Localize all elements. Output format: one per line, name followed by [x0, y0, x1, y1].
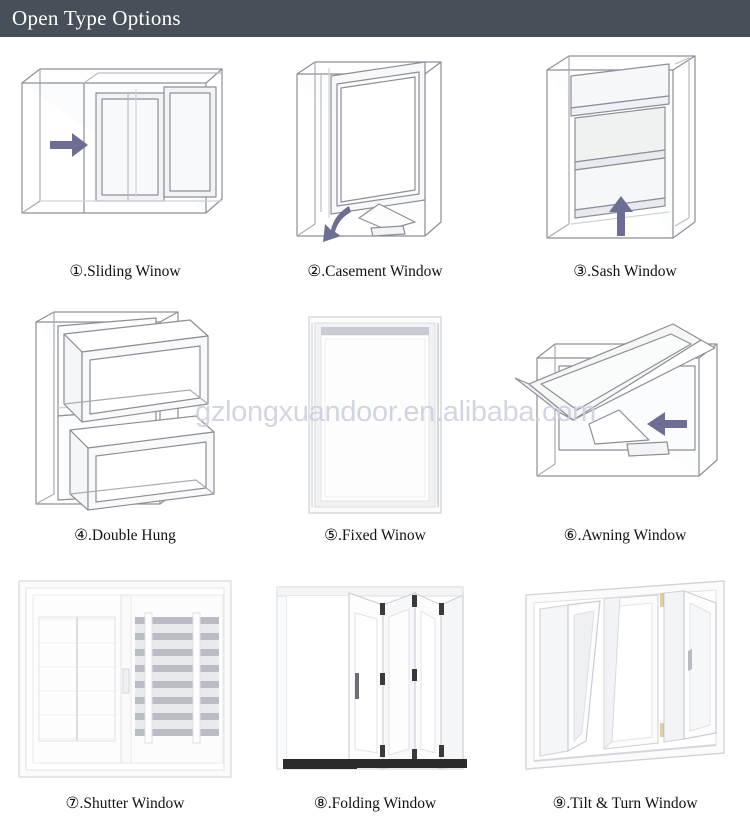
caption-casement-window: ②.Casement Window: [307, 263, 443, 280]
caption-awning-window: ⑥.Awning Window: [563, 527, 687, 544]
grid-item-casement-window[interactable]: ②.Casement Window: [250, 40, 500, 304]
grid-item-shutter-window[interactable]: ⑦.Shutter Window: [0, 568, 250, 832]
header-bar: Open Type Options: [0, 0, 750, 37]
shutter-window-illustration: [5, 568, 245, 790]
caption-fixed-window: ⑤.Fixed Winow: [324, 527, 426, 544]
page-title: Open Type Options: [12, 6, 181, 30]
arrow-curved-icon: [323, 206, 351, 242]
caption-shutter-window: ⑦.Shutter Window: [65, 795, 185, 812]
grid-item-sliding-window[interactable]: ①.Sliding Winow: [0, 40, 250, 304]
grid-item-double-hung-window[interactable]: ④.Double Hung: [0, 304, 250, 568]
sash-window-illustration: [505, 40, 745, 262]
caption-sash-window: ③.Sash Window: [573, 263, 677, 280]
sliding-window-illustration: [5, 40, 245, 262]
window-type-grid: ①.Sliding Winow: [0, 40, 750, 834]
arrow-right-icon: [50, 133, 88, 157]
caption-tilt-turn-window: ⑨.Tilt & Turn Window: [552, 795, 698, 812]
tilt-turn-window-illustration: [505, 568, 745, 790]
caption-double-hung-window: ④.Double Hung: [74, 527, 176, 544]
arrow-left-icon: [647, 412, 687, 436]
folding-window-illustration: [255, 568, 495, 790]
caption-folding-window: ⑧.Folding Window: [313, 795, 437, 812]
grid-item-folding-window[interactable]: ⑧.Folding Window: [250, 568, 500, 832]
casement-window-illustration: [255, 40, 495, 262]
arrow-up-icon: [609, 196, 633, 236]
grid-item-fixed-window[interactable]: ⑤.Fixed Winow: [250, 304, 500, 568]
awning-window-illustration: [505, 304, 745, 526]
caption-sliding-window: ①.Sliding Winow: [69, 263, 181, 280]
grid-item-tilt-turn-window[interactable]: ⑨.Tilt & Turn Window: [500, 568, 750, 832]
grid-item-awning-window[interactable]: ⑥.Awning Window: [500, 304, 750, 568]
grid-item-sash-window[interactable]: ③.Sash Window: [500, 40, 750, 304]
double-hung-window-illustration: [5, 304, 245, 526]
fixed-window-illustration: [255, 304, 495, 526]
